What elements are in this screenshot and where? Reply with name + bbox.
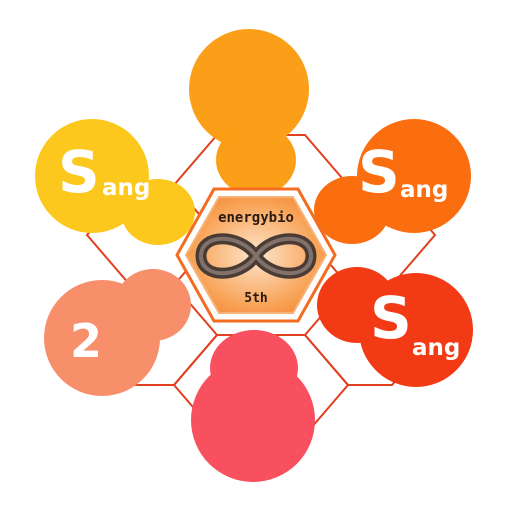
center-badge[interactable]: energybio 5th [175, 187, 337, 323]
petal-right-top[interactable]: S ang [314, 119, 471, 244]
petal-left-bottom[interactable]: 2 [44, 269, 191, 396]
petal-left-top-suffix: ang [102, 175, 150, 201]
petal-left-top[interactable]: S ang [35, 119, 195, 245]
petal-right-top-letter: S [358, 138, 400, 206]
petal-right-top-suffix: ang [400, 177, 448, 203]
petal-bottom[interactable] [191, 330, 315, 482]
petal-left-top-letter: S [58, 138, 100, 206]
petal-right-bottom-letter: S [370, 284, 412, 352]
petal-right-bottom-suffix: ang [412, 335, 460, 361]
petal-top[interactable] [189, 29, 309, 196]
petal-right-bottom[interactable]: S ang [317, 267, 473, 387]
infinity-icon [195, 233, 317, 279]
center-title: energybio [218, 210, 294, 226]
petal-left-bottom-number: 2 [70, 314, 102, 368]
center-subtitle: 5th [244, 291, 267, 306]
